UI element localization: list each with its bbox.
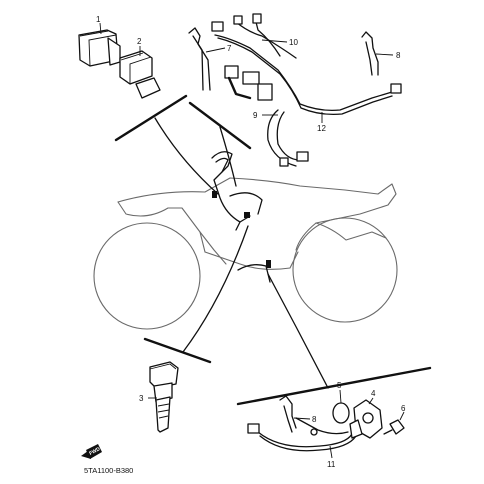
harness-top-branch — [235, 21, 297, 59]
fork-line — [199, 231, 227, 265]
sensor-lead-wire — [257, 431, 353, 448]
pointer-lines — [114, 94, 432, 406]
callout-8-top: 8 — [396, 51, 401, 60]
callout-11: 11 — [327, 460, 336, 469]
ignition-coil-tube — [155, 396, 171, 433]
rear-wheel — [292, 217, 398, 323]
frame-sensor-clamp — [266, 260, 271, 268]
bolt-head — [389, 419, 405, 435]
sensor-lead-branch — [295, 417, 349, 435]
o-ring — [332, 402, 350, 424]
leader-6 — [399, 411, 405, 421]
item-9-leader: 9 — [253, 111, 278, 120]
connector-top-mid — [233, 15, 243, 25]
connector-block-a — [242, 71, 260, 85]
bracket-body — [119, 50, 153, 85]
ignition-coil-head — [149, 361, 179, 389]
motorcycle-outline — [93, 177, 398, 330]
connector-block-c — [257, 83, 273, 101]
bracket-part: 2 — [119, 37, 161, 99]
connector-bottom-b — [279, 157, 289, 167]
upper-bracket-left — [114, 94, 188, 142]
sensor-lead-connector — [247, 423, 260, 434]
callout-9: 9 — [253, 111, 258, 120]
front-wheel — [93, 222, 201, 330]
upper-bracket-right — [188, 101, 252, 150]
bolt-shank — [383, 429, 393, 435]
frame-harness-routing — [211, 151, 271, 283]
pointer-to-coil — [182, 225, 249, 353]
leader-5 — [339, 389, 342, 404]
wire-harness-part — [211, 13, 402, 167]
pointer-to-frame-left — [154, 117, 219, 195]
bracket-clip — [135, 77, 161, 99]
callout-5: 5 — [337, 381, 342, 390]
cable-tie-8-bottom-strap — [279, 395, 297, 429]
leader-10 — [261, 39, 288, 43]
position-sensor-part: 4 — [349, 389, 383, 439]
sensor-lead-grommet — [310, 428, 318, 436]
leader-1 — [99, 22, 102, 35]
callout-3: 3 — [139, 394, 144, 403]
part-code: 5TA1100-B380 — [84, 466, 133, 475]
cdi-unit-part: 1 — [78, 15, 121, 67]
frame-lower-line — [204, 251, 299, 270]
callout-1: 1 — [96, 15, 101, 24]
pointer-to-sensor — [267, 273, 329, 389]
callout-8-bottom: 8 — [312, 415, 317, 424]
connector-bottom — [296, 151, 309, 162]
routed-wire-upper — [211, 151, 251, 223]
bolt-part: 6 — [383, 404, 406, 435]
callout-12: 12 — [317, 124, 326, 133]
cdi-connector — [107, 37, 121, 66]
routed-wire-lower — [237, 264, 271, 283]
cable-tie-7: 7 — [188, 27, 232, 91]
connector-end — [390, 83, 402, 94]
leader-8-bottom — [293, 417, 311, 420]
item-12-leader: 12 — [317, 112, 326, 133]
callout-4: 4 — [371, 389, 376, 398]
frame-upper-line — [117, 177, 397, 251]
rear-swingarm — [315, 222, 387, 241]
callout-10: 10 — [289, 38, 298, 47]
cable-tie-8-top-strap — [361, 31, 379, 76]
connector-top-left — [211, 21, 224, 32]
cable-tie-7-strap — [188, 27, 211, 91]
o-ring-part: 5 — [332, 381, 350, 424]
item-10-leader: 10 — [261, 38, 298, 47]
lower-left-bracket — [143, 337, 212, 364]
callout-7: 7 — [227, 44, 232, 53]
callout-2: 2 — [137, 37, 142, 46]
callout-6: 6 — [401, 404, 406, 413]
cable-tie-8-bottom: 8 — [279, 395, 317, 433]
frame-clamp — [244, 212, 250, 218]
leader-7 — [205, 47, 226, 53]
frame-cdi-mount — [212, 191, 217, 198]
ignition-coil-part: 3 — [139, 361, 179, 433]
connector-block-b — [224, 65, 239, 79]
leader-4 — [368, 397, 374, 405]
cable-tie-8-top: 8 — [361, 31, 401, 76]
connector-top-right — [252, 13, 262, 24]
front-fender — [117, 201, 206, 253]
leader-11 — [329, 445, 333, 459]
position-sensor-face — [362, 412, 374, 424]
leader-8-top — [375, 53, 394, 56]
fwd-badge: FWD — [81, 444, 102, 459]
fwd-label: FWD — [88, 446, 101, 457]
fwd-arrow-icon — [86, 444, 102, 459]
sensor-lead-part: 11 — [247, 417, 357, 469]
lower-right-bracket — [236, 366, 432, 406]
position-sensor-plug — [349, 419, 363, 439]
pointer-to-frame-right — [219, 126, 237, 187]
